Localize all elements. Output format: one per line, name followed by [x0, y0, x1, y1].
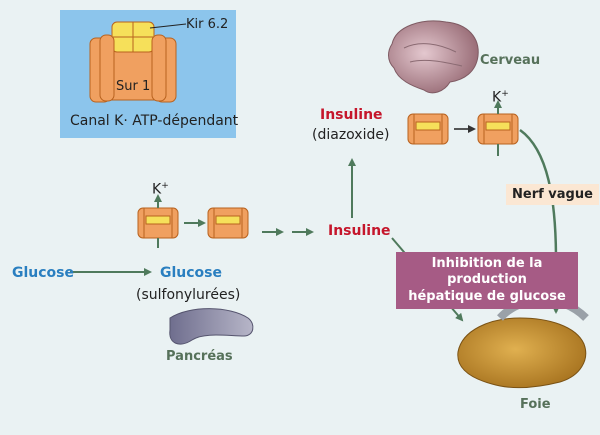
inset-caption: Canal K· ATP-dépendant [70, 113, 239, 129]
kir-label: Kir 6.2 [186, 17, 229, 32]
channel-brain-1 [407, 113, 449, 145]
liver-shape [457, 317, 587, 389]
inhibition-line-1: Inhibition de la production [431, 256, 543, 288]
insuline-mid-label: Insuline [328, 223, 391, 239]
k-plus-right: K+ [492, 89, 509, 106]
inhibition-line-2: hépatique de glucose [408, 288, 566, 304]
inhibition-box: Inhibition de la production hépatique de… [396, 252, 578, 309]
channel-pancreas-2 [207, 207, 249, 239]
foie-label: Foie [520, 397, 551, 412]
channel-brain-2 [477, 100, 519, 156]
k-plus-left: K+ [152, 181, 169, 198]
glucose-right-label: Glucose [160, 265, 223, 281]
cerveau-label: Cerveau [480, 53, 541, 68]
diazoxide-label: (diazoxide) [312, 127, 390, 143]
insuline-top-label: Insuline [320, 107, 383, 123]
sulfonylurees-label: (sulfonylurées) [136, 287, 241, 303]
nerf-vague-box: Nerf vague [506, 184, 599, 205]
pancreas-label: Pancréas [166, 349, 233, 364]
brain-shape [388, 20, 479, 94]
channel-pancreas-1 [137, 194, 179, 248]
glucose-left-label: Glucose [12, 265, 75, 281]
pancreas-shape [169, 308, 254, 345]
kir-sur-channel-large [89, 21, 187, 103]
sur-label: Sur 1 [116, 79, 151, 94]
